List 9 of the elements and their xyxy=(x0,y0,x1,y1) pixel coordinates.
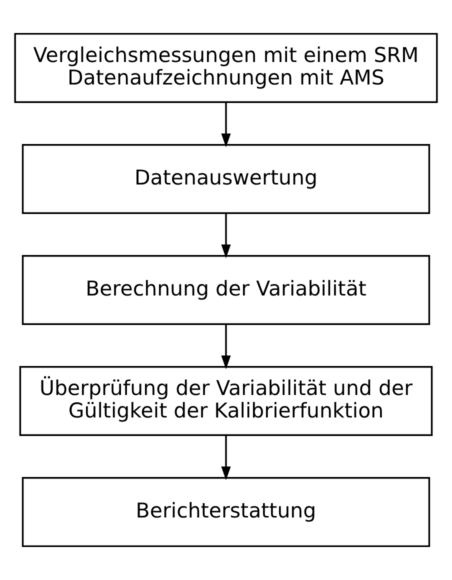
node-box: Berechnung der Variabilität xyxy=(22,255,430,325)
node-box: Vergleichsmessungen mit einem SRM Datenaufzeichnungen mit AMS xyxy=(14,32,438,103)
arrow xyxy=(221,102,231,148)
node-box: Datenauswertung xyxy=(22,144,430,214)
arrow xyxy=(221,324,231,370)
arrow xyxy=(221,436,231,480)
node-box: Überprüfung der Variabilität und der Gültigkeit der Kalibrierfunktion xyxy=(19,366,433,436)
arrow xyxy=(221,214,231,258)
node-box: Berichterstattung xyxy=(22,477,430,548)
